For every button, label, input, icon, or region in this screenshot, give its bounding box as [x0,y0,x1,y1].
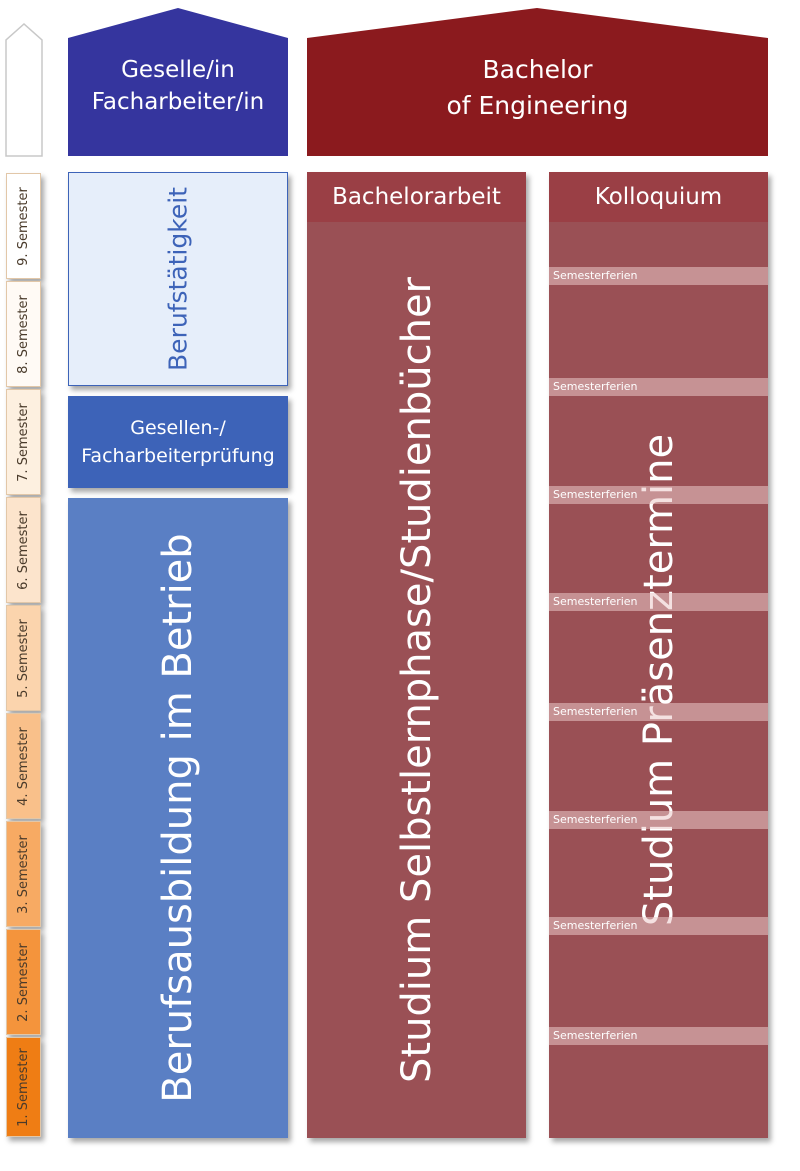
semester-9: 9. Semester [6,173,41,279]
semester-label: 8. Semester [16,294,32,374]
pruefung-line1: Gesellen-/ [130,417,226,439]
selbstlern-column: Bachelorarbeit Studium Selbstlernphase/S… [307,172,526,1138]
semesterferien-band: Semesterferien [549,593,768,611]
bachelor-roof: Bachelor of Engineering [307,8,768,156]
semesterferien-band: Semesterferien [549,1027,768,1045]
pruefung-box: Gesellen-/ Facharbeiterprüfung [68,396,288,488]
pruefung-line2: Facharbeiterprüfung [81,445,275,467]
praesenz-label: Studium Präsenztermine [635,433,682,927]
semesterferien-band: Semesterferien [549,703,768,721]
semesterferien-band: Semesterferien [549,486,768,504]
selbstlern-body: Studium Selbstlernphase/Studienbücher [307,222,526,1138]
semester-5: 5. Semester [6,605,41,711]
semester-7: 7. Semester [6,389,41,495]
kolloquium-label: Kolloquium [594,184,723,210]
semesterferien-band: Semesterferien [549,917,768,935]
semester-3: 3. Semester [6,821,41,927]
semester-label: 5. Semester [16,618,32,698]
geselle-roof: Geselle/in Facharbeiter/in [68,8,288,156]
semester-4: 4. Semester [6,713,41,819]
geselle-title: Geselle/in [121,57,235,83]
bachelorarbeit-header: Bachelorarbeit [307,172,526,222]
semester-1: 1. Semester [6,1037,41,1137]
berufsausbildung-box: Berufsausbildung im Betrieb [68,498,288,1138]
semester-label: 9. Semester [16,186,32,266]
engineering-title: of Engineering [446,91,629,120]
semester-label: 1. Semester [16,1047,32,1127]
semesterferien-band: Semesterferien [549,811,768,829]
bachelor-title: Bachelor [482,55,593,84]
semester-label: 2. Semester [16,942,32,1022]
semesterferien-band: Semesterferien [549,378,768,396]
facharbeiter-title: Facharbeiter/in [91,89,265,115]
berufstaetigkeit-label: Berufstätigkeit [163,187,193,371]
semester-8: 8. Semester [6,281,41,387]
berufsausbildung-label: Berufsausbildung im Betrieb [155,533,201,1103]
praesenz-body: Studium Präsenztermine [549,222,768,1138]
semester-arrow-icon [5,22,43,157]
semester-6: 6. Semester [6,497,41,603]
semester-2: 2. Semester [6,929,41,1035]
kolloquium-header: Kolloquium [549,172,768,222]
bachelorarbeit-label: Bachelorarbeit [332,184,501,210]
semester-label: 4. Semester [16,726,32,806]
semester-label: 3. Semester [16,834,32,914]
semester-label: 6. Semester [16,510,32,590]
berufstaetigkeit-box: Berufstätigkeit [68,172,288,386]
selbstlern-label: Studium Selbstlernphase/Studienbücher [393,276,440,1084]
praesenz-column: Kolloquium Studium Präsenztermine [549,172,768,1138]
semester-label: 7. Semester [16,402,32,482]
semesterferien-band: Semesterferien [549,267,768,285]
